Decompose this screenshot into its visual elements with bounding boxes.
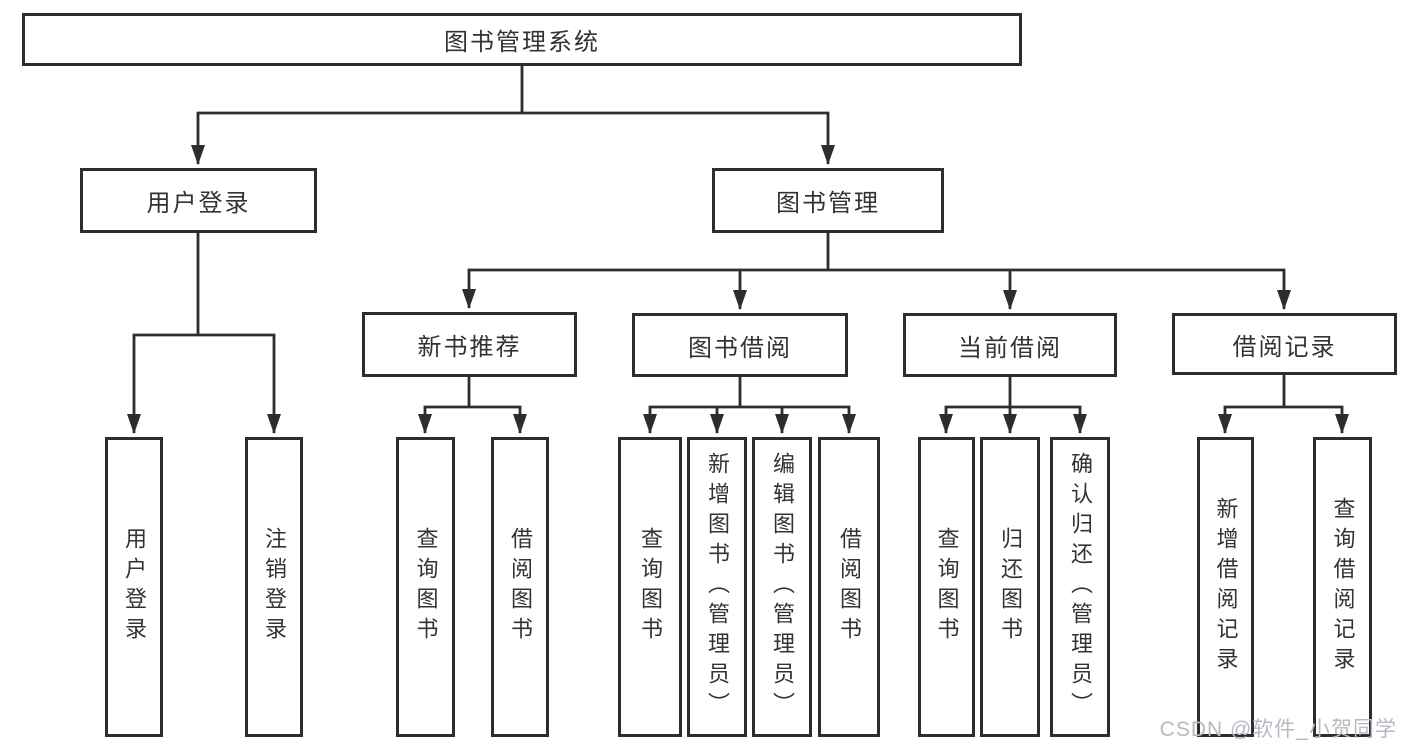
leaf-label: 新增图书（管理员）: [705, 452, 730, 722]
leaf-return-books: 归还图书: [980, 437, 1040, 737]
leaf-label: 注销登录: [262, 527, 287, 647]
leaf-label: 编辑图书（管理员）: [770, 452, 795, 722]
leaf-label: 确认归还（管理员）: [1068, 452, 1093, 722]
leaf-logout: 注销登录: [245, 437, 303, 737]
node-borrow-records: 借阅记录: [1172, 313, 1397, 375]
leaf-label: 用户登录: [122, 527, 147, 647]
leaf-user-login: 用户登录: [105, 437, 163, 737]
leaf-edit-books-admin: 编辑图书（管理员）: [752, 437, 812, 737]
leaf-label: 新增借阅记录: [1213, 497, 1239, 677]
leaf-label: 查询借阅记录: [1330, 497, 1356, 677]
node-new-book-recommend: 新书推荐: [362, 312, 577, 377]
leaf-label: 借阅图书: [837, 527, 862, 647]
leaf-label: 查询图书: [638, 527, 663, 647]
leaf-add-borrow-record: 新增借阅记录: [1197, 437, 1254, 737]
leaf-label: 归还图书: [998, 527, 1023, 647]
node-current-borrow: 当前借阅: [903, 313, 1117, 377]
leaf-query-books-current: 查询图书: [918, 437, 975, 737]
leaf-borrow-books-recommend: 借阅图书: [491, 437, 549, 737]
node-user-login: 用户登录: [80, 168, 317, 233]
root-node-library-system: 图书管理系统: [22, 13, 1022, 66]
leaf-add-books-admin: 新增图书（管理员）: [687, 437, 747, 737]
leaf-query-books-borrow: 查询图书: [618, 437, 682, 737]
leaf-label: 借阅图书: [508, 527, 533, 647]
leaf-confirm-return-admin: 确认归还（管理员）: [1050, 437, 1110, 737]
leaf-label: 查询图书: [413, 527, 439, 647]
node-book-borrow: 图书借阅: [632, 313, 848, 377]
node-book-management: 图书管理: [712, 168, 944, 233]
leaf-query-books-recommend: 查询图书: [396, 437, 455, 737]
leaf-label: 查询图书: [934, 527, 960, 647]
leaf-query-borrow-record: 查询借阅记录: [1313, 437, 1372, 737]
leaf-borrow-books: 借阅图书: [818, 437, 880, 737]
csdn-watermark: CSDN @软件_小贺同学: [1159, 718, 1397, 741]
